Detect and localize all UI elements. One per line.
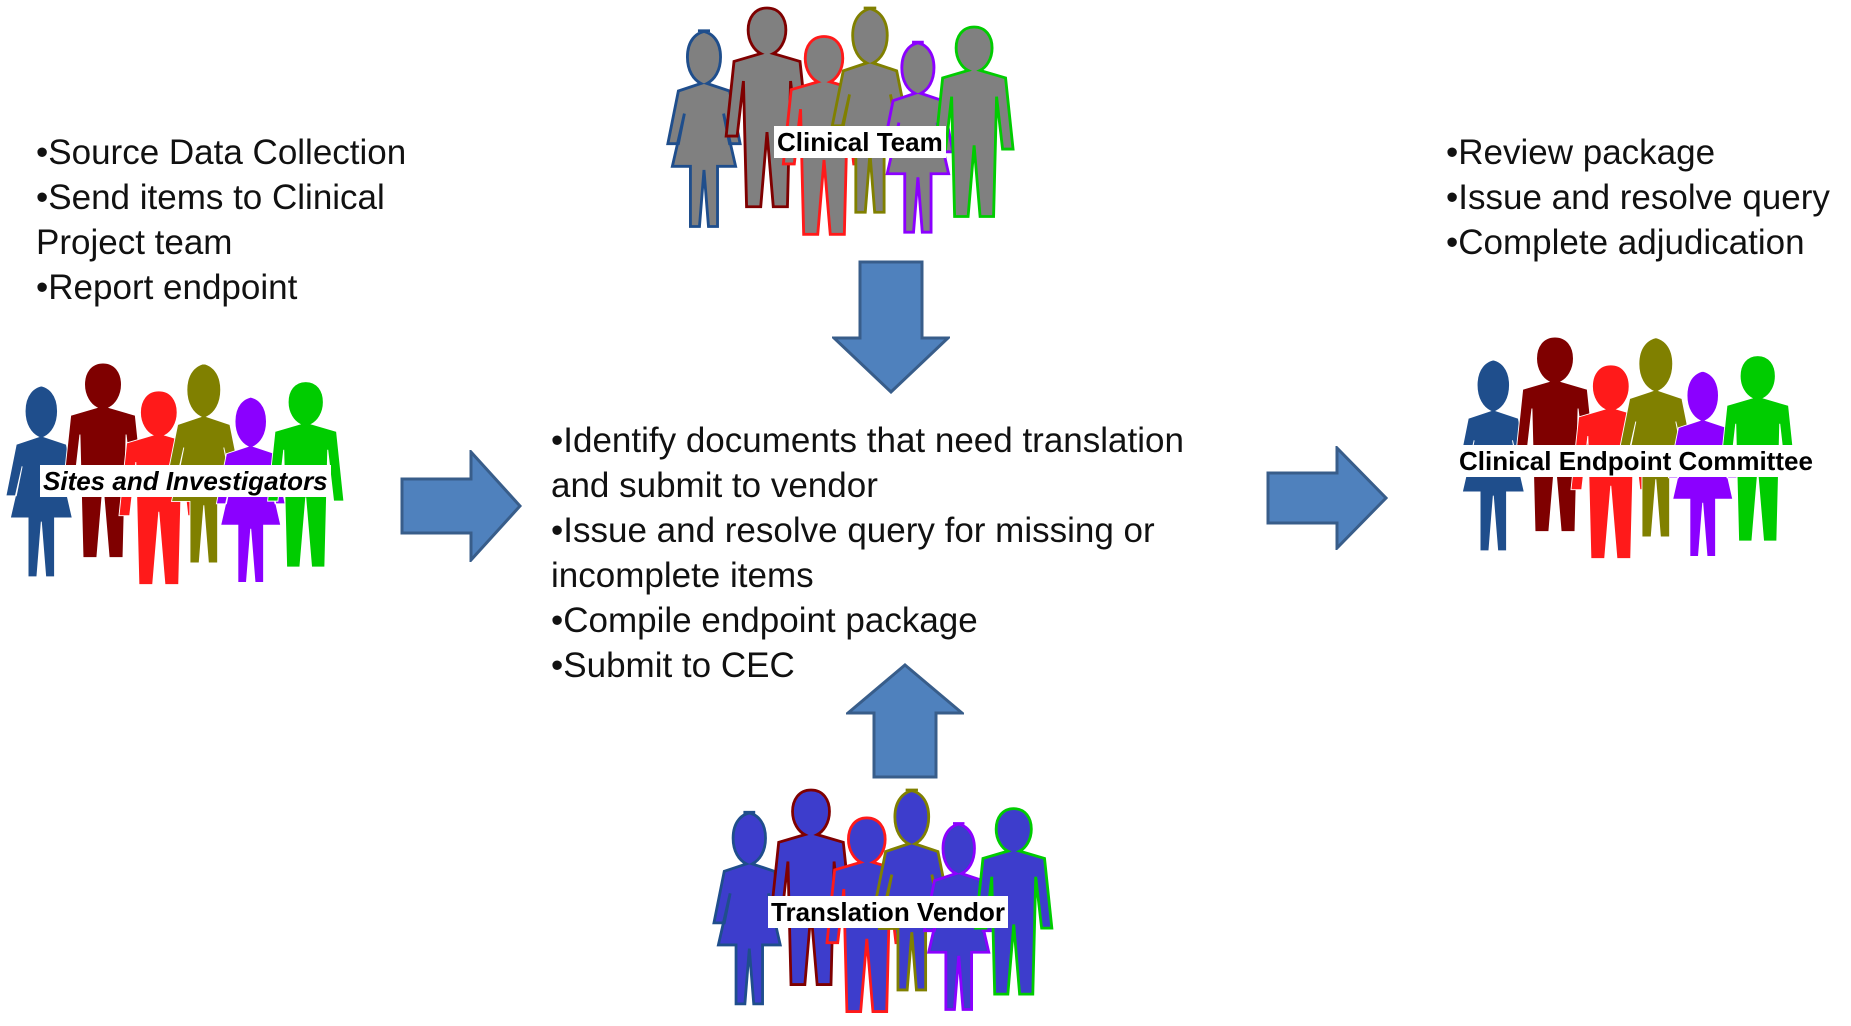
cec-group: Clinical Endpoint Committee bbox=[1456, 336, 1851, 592]
arrow-down-icon bbox=[832, 260, 950, 394]
clinical-team-task: Compile endpoint package bbox=[551, 598, 1241, 643]
clinical-team-task: Submit to CEC bbox=[551, 643, 1241, 688]
person-figure-4 bbox=[830, 6, 910, 214]
arrow-right-icon bbox=[400, 450, 522, 562]
clinical-team-task-list: Identify documents that need translation… bbox=[551, 418, 1241, 688]
clinical-team-label: Clinical Team bbox=[774, 126, 946, 158]
sites-task-list: Source Data Collection Send items to Cli… bbox=[36, 130, 456, 310]
arrow-right-shape bbox=[400, 450, 522, 562]
person-figure-4 bbox=[166, 362, 242, 564]
person-figure-6 bbox=[974, 807, 1054, 996]
person-figure-4 bbox=[1618, 336, 1694, 538]
arrow-right-icon bbox=[1266, 446, 1388, 550]
arrow-up-shape bbox=[846, 663, 964, 779]
sites-task: Report endpoint bbox=[36, 265, 456, 310]
translation-vendor-label: Translation Vendor bbox=[768, 896, 1009, 928]
person-figure-1 bbox=[712, 810, 787, 1006]
person-figure-1 bbox=[666, 29, 742, 228]
sites-task: Source Data Collection bbox=[36, 130, 456, 175]
translation-vendor-group: Translation Vendor bbox=[712, 788, 1098, 1026]
clinical-team-group: Clinical Team bbox=[666, 6, 1072, 258]
cec-task: Complete adjudication bbox=[1446, 220, 1846, 265]
cec-task: Review package bbox=[1446, 130, 1846, 175]
arrow-up-icon bbox=[846, 663, 964, 779]
person-figure-6 bbox=[933, 25, 1015, 218]
sites-task: Send items to Clinical Project team bbox=[36, 175, 456, 265]
person-figure-4 bbox=[873, 788, 951, 992]
cec-label: Clinical Endpoint Committee bbox=[1456, 445, 1816, 477]
clinical-team-task: Issue and resolve query for missing or i… bbox=[551, 508, 1241, 598]
arrow-down-shape bbox=[832, 260, 950, 394]
sites-label: Sites and Investigators bbox=[40, 465, 331, 497]
cec-task-list: Review package Issue and resolve query C… bbox=[1446, 130, 1846, 265]
sites-group: Sites and Investigators bbox=[5, 362, 400, 613]
cec-task: Issue and resolve query bbox=[1446, 175, 1846, 220]
clinical-team-task: Identify documents that need translation… bbox=[551, 418, 1241, 508]
arrow-right-shape bbox=[1266, 446, 1388, 550]
